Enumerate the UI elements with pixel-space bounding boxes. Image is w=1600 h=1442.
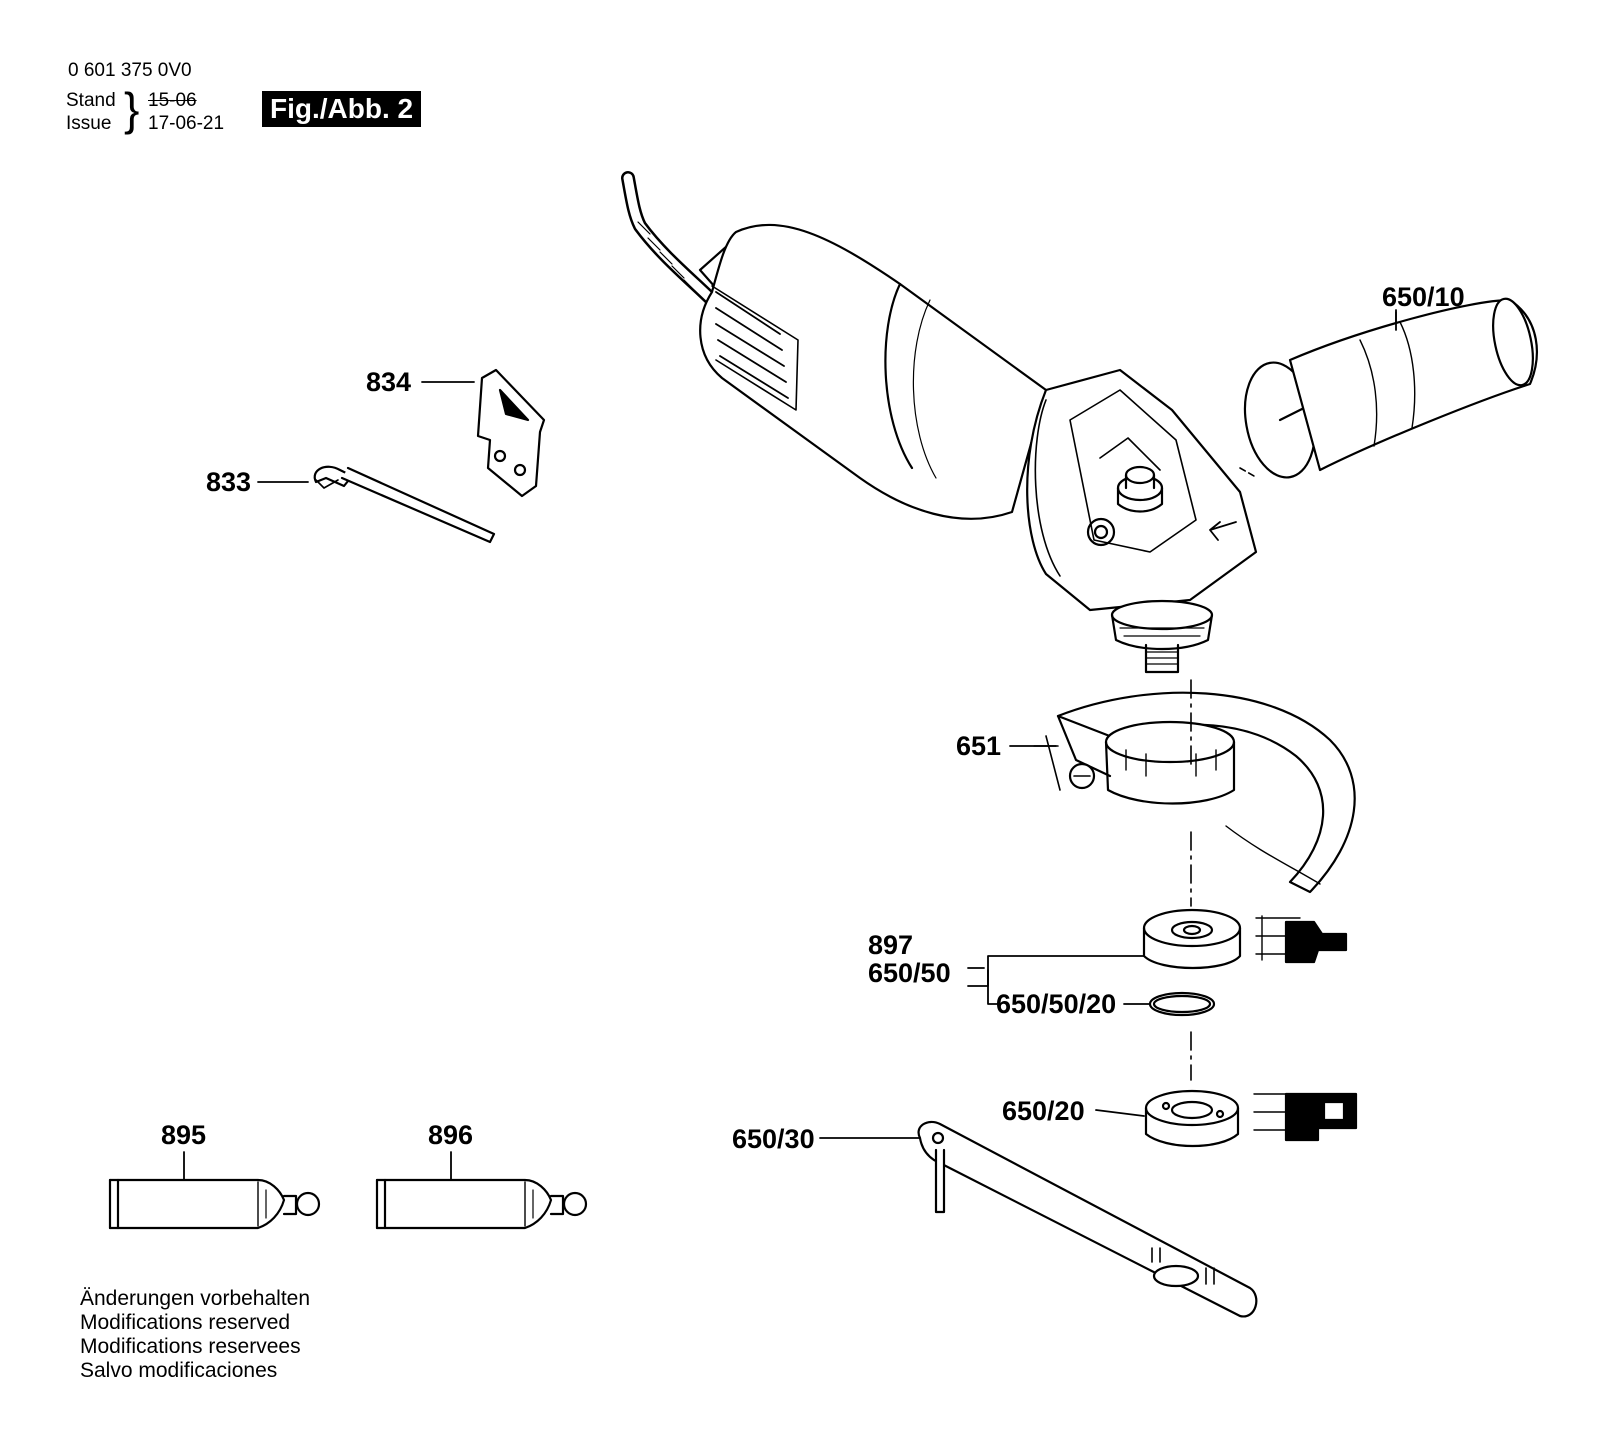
part-label-650-50: 650/50 (868, 958, 951, 988)
mounting-flange-drawing (1142, 908, 1348, 1017)
stand-label: Stand (66, 90, 116, 111)
document-number: 0 601 375 0V0 (68, 60, 192, 81)
wheel-guard-drawing (1033, 691, 1356, 894)
clamping-nut-drawing (1144, 1089, 1358, 1148)
part-label-650-30: 650/30 (732, 1124, 815, 1154)
footer-note-es: Salvo modificaciones (80, 1359, 278, 1382)
old-date: 15-06 (148, 90, 197, 111)
part-label-833: 833 (206, 467, 252, 497)
issue-label: Issue (66, 113, 112, 134)
part-label-895: 895 (161, 1120, 207, 1150)
part-label-650-10: 650/10 (1382, 282, 1465, 312)
hex-key-drawing (313, 465, 496, 544)
angle-grinder-drawing (621, 171, 1258, 674)
part-label-896: 896 (428, 1120, 474, 1150)
issue-date: 17-06-21 (148, 113, 225, 134)
part-label-651: 651 (956, 731, 1002, 761)
grease-tube-895-drawing (108, 1178, 321, 1230)
part-label-650-20: 650/20 (1002, 1096, 1085, 1126)
footer-note-de: Änderungen vorbehalten (80, 1287, 311, 1310)
grease-tube-896-drawing (375, 1178, 588, 1230)
pin-spanner-drawing (917, 1120, 1258, 1318)
footer-note-fr: Modifications reservees (80, 1335, 301, 1358)
part-label-650-50-20: 650/50/20 (996, 989, 1117, 1019)
leader-lines (183, 309, 1397, 1181)
auxiliary-handle-drawing (1243, 297, 1538, 479)
bracket-drawing (476, 368, 546, 498)
brace-symbol: } (124, 83, 140, 135)
footer-note-en: Modifications reserved (80, 1311, 291, 1334)
part-label-834: 834 (366, 367, 412, 397)
figure-label: Fig./Abb. 2 (262, 91, 422, 127)
part-label-897: 897 (868, 930, 914, 960)
